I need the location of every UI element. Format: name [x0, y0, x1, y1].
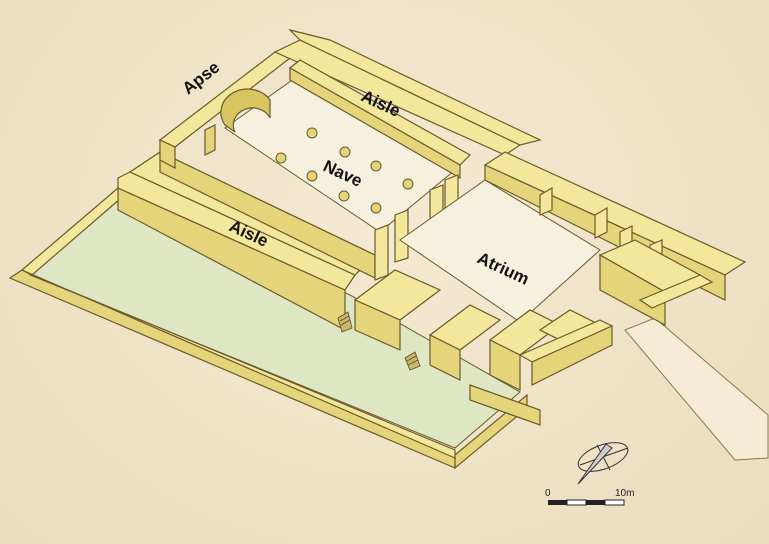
north-arrow-icon: [577, 442, 629, 485]
column-base-icon: [402, 178, 414, 190]
scale-segment: [566, 499, 587, 506]
scale-bar: 0 10m: [545, 488, 634, 506]
label-apse: Apse: [179, 58, 223, 99]
scale-segment: [586, 500, 605, 505]
scale-segment: [604, 499, 625, 506]
column-base-icon: [306, 127, 318, 139]
stair-icon: [404, 351, 421, 371]
column-base-icon: [338, 190, 350, 202]
garden-enclosure: [8, 187, 528, 470]
basilica-block: [117, 28, 542, 331]
column-base-icon: [339, 146, 351, 158]
scale-end-label: 10m: [615, 488, 634, 499]
column-base-icon: [275, 152, 287, 164]
scale-segment: [548, 500, 567, 505]
entrance-path: [624, 317, 769, 461]
column-base-icon: [306, 170, 318, 182]
nave-columns: [275, 127, 414, 214]
column-base-icon: [370, 160, 382, 172]
atrium-block: [353, 151, 747, 426]
scale-start-label: 0: [545, 488, 551, 499]
stair-icon: [337, 311, 353, 333]
column-base-icon: [370, 202, 382, 214]
